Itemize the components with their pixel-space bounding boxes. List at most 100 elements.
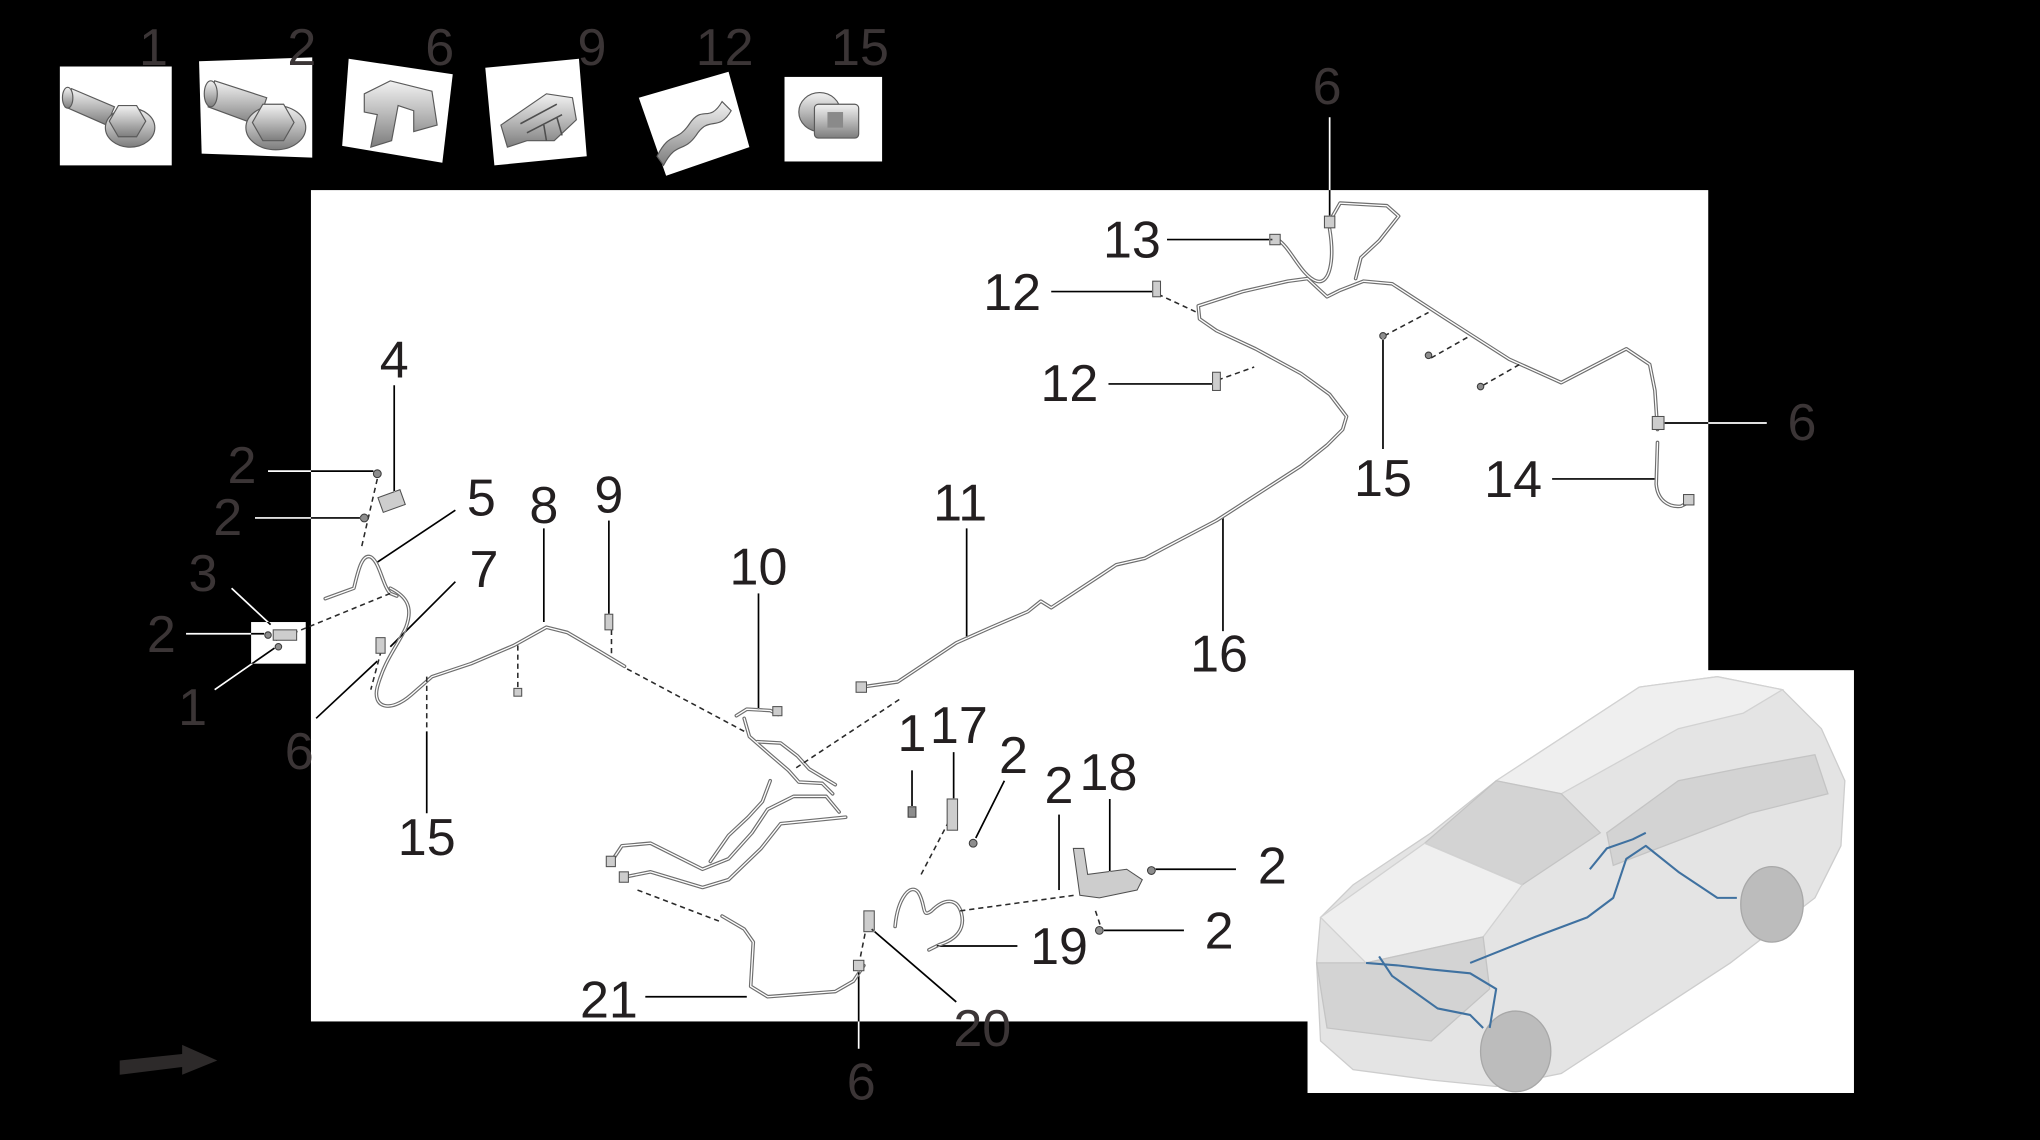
callout-number: 2 [1045, 757, 1074, 815]
tube-fitting [605, 855, 616, 868]
legend-item-1 [59, 66, 172, 166]
callout-number: 6 [1787, 394, 1816, 452]
preview-brake-lines [1365, 831, 1737, 1029]
legend-number: 1 [139, 19, 168, 77]
bolt-part-2 [359, 513, 369, 523]
assembly-dashed-line [1430, 335, 1471, 359]
bracket-part-18 [1072, 847, 1143, 899]
line-clip-icon [500, 93, 577, 148]
preview-brake-line [1378, 955, 1484, 1029]
car-roof [1494, 676, 1785, 795]
car-front-wheel [1479, 1010, 1552, 1093]
bolt-part-2 [1094, 925, 1104, 935]
legend-item-15 [784, 76, 883, 162]
hose-end-fitting [1683, 494, 1695, 506]
clip-bracket-icon [363, 80, 438, 149]
clip-part-6 [852, 959, 865, 972]
clip-part-7 [375, 637, 386, 654]
clip-part-15 [1424, 351, 1433, 360]
car-rear-wheel [1740, 865, 1804, 943]
callout-number: 8 [529, 477, 558, 535]
callout-number: 2 [213, 489, 242, 547]
callout-number: 4 [380, 331, 409, 389]
clip-part-20 [863, 910, 875, 933]
callout-number: 15 [398, 809, 456, 867]
direction-arrow-icon [119, 1044, 218, 1075]
flange-bolt-icon [61, 86, 156, 148]
callout-number: 7 [470, 541, 499, 599]
clip-part-6 [1323, 215, 1336, 229]
legend-number: 9 [577, 19, 606, 77]
assembly-dashed-line [626, 668, 745, 733]
callout-number: 11 [933, 475, 987, 533]
leader-line [315, 660, 378, 719]
legend-number: 2 [287, 19, 316, 77]
callout-number: 10 [730, 538, 788, 596]
clip-part-17 [946, 798, 959, 831]
leader-line [871, 928, 957, 1003]
flange-bolt-large-icon [203, 80, 307, 151]
assembly-dashed-line [960, 894, 1075, 912]
inset-panel [251, 622, 306, 664]
callout-number: 3 [188, 545, 217, 603]
wave-clip-icon [656, 100, 732, 167]
bolt-part-2 [264, 631, 272, 639]
legend: 1 2 6 9 12 15 [59, 19, 889, 176]
legend-item-2 [199, 57, 313, 158]
leader-line [975, 780, 1006, 839]
clip-part-15 [1379, 332, 1387, 340]
bracket-part-4 [377, 489, 406, 514]
callout-number: 19 [1030, 918, 1088, 976]
bracket-part-3 [272, 629, 298, 641]
assembly-dashed-line [795, 698, 901, 769]
leader-line [389, 581, 456, 648]
callout-number: 5 [467, 469, 496, 527]
legend-item-12 [638, 71, 750, 176]
callout-number: 1 [178, 679, 207, 737]
callout-number: 16 [1190, 625, 1248, 683]
callout-number: 12 [983, 264, 1041, 322]
tube-fitting [618, 871, 629, 883]
legend-number: 15 [831, 19, 889, 77]
grommet-clip-icon [798, 91, 860, 139]
callout-number: 20 [953, 1000, 1011, 1058]
callout-number: 9 [594, 467, 623, 525]
leader-line [214, 647, 275, 691]
assembly-dashed-line [1482, 363, 1520, 386]
preview-brake-line [1589, 831, 1647, 870]
legend-number: 12 [696, 19, 754, 77]
callout-number: 18 [1080, 744, 1138, 802]
callout-number: 2 [1205, 903, 1234, 961]
vehicle-preview [1307, 670, 1854, 1094]
callout-number: 21 [580, 972, 638, 1030]
clip-part-15 [513, 687, 523, 697]
callout-number: 2 [228, 437, 257, 495]
callout-number: 14 [1484, 451, 1542, 509]
clip-part-6 [1651, 415, 1665, 431]
leader-line [376, 509, 456, 563]
callout-number: 12 [1041, 355, 1099, 413]
car-side-windows [1606, 754, 1829, 867]
callout-number: 2 [999, 727, 1028, 785]
assembly-dashed-line [1094, 910, 1102, 927]
preview-brake-line [1469, 844, 1737, 964]
tube-fitting [772, 706, 783, 717]
bolt-part-1 [274, 642, 283, 651]
assembly-dashed-line [360, 478, 379, 547]
leader-lines [186, 117, 1767, 1049]
clip-part-9 [604, 613, 614, 631]
bolt-part-2 [968, 838, 978, 848]
legend-number: 6 [425, 19, 454, 77]
clip-part-15 [1476, 382, 1485, 391]
assembly-dashed-line [370, 650, 382, 690]
legend-item-9 [485, 58, 587, 166]
callout-number: 1 [898, 705, 927, 763]
assembly-dashed-line [1157, 293, 1198, 314]
bolt-part-2 [1146, 866, 1156, 875]
callout-number: 6 [1313, 58, 1342, 116]
small-parts [264, 215, 1695, 972]
legend-item-6 [342, 58, 453, 163]
vehicle-illustration [1315, 676, 1846, 1093]
callout-number: 2 [147, 606, 176, 664]
